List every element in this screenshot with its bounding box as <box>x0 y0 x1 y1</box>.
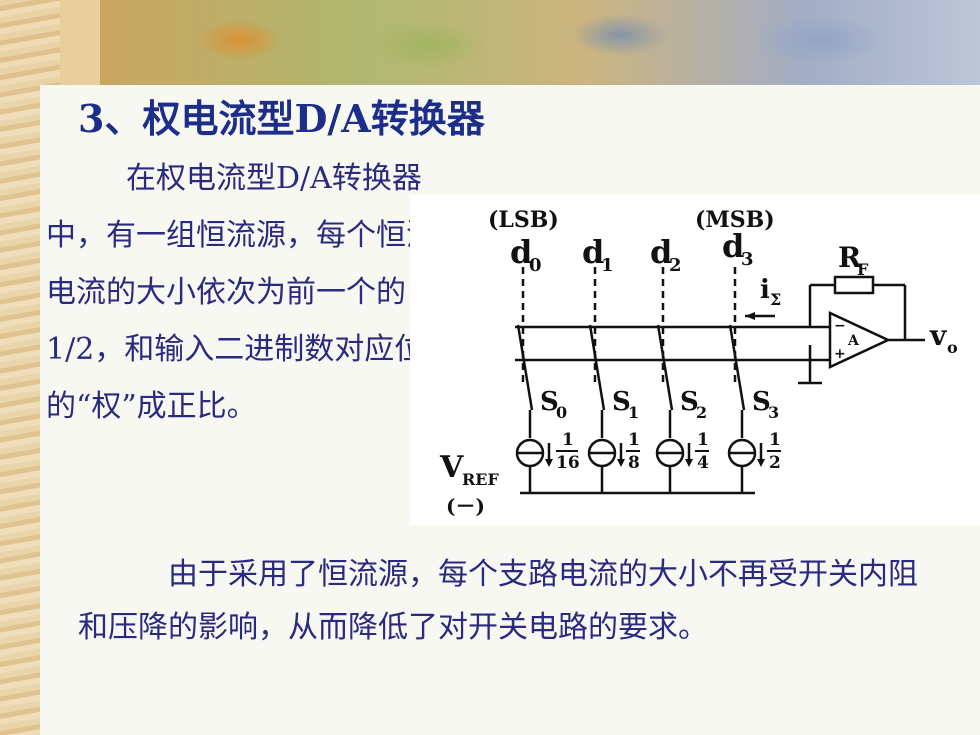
bit-d2-sub: 2 <box>669 255 682 276</box>
bit-d0: d <box>510 233 532 271</box>
bit-d3: d <box>722 227 744 265</box>
svg-text:+: + <box>834 346 846 362</box>
fraction-numerator: 1 <box>697 430 709 450</box>
fraction-1-2: 1 2 <box>767 430 781 473</box>
feedback-resistor-sub: F <box>857 260 869 279</box>
paragraph-2-text: 由于采用了恒流源，每个支路电流的大小不再受开关内阻和压降的影响，从而降低了对开关… <box>78 557 918 645</box>
fraction-denominator: 16 <box>556 453 580 473</box>
sum-current-label: i <box>760 275 770 305</box>
bit-d0-sub: 0 <box>529 255 542 276</box>
circuit-svg: − + <box>515 275 925 495</box>
switch-s0: S <box>540 387 559 417</box>
decorative-photo-strip <box>100 0 980 85</box>
vref-sign: (－) <box>446 494 485 518</box>
paragraph-1: 在权电流型D/A转换器中，有一组恒流源，每个恒流源电流的大小依次为前一个的1/2… <box>46 150 466 435</box>
paragraph-1-text: 在权电流型D/A转换器中，有一组恒流源，每个恒流源电流的大小依次为前一个的1/2… <box>46 161 466 424</box>
switch-s0-sub: 0 <box>556 403 567 422</box>
output-sub: o <box>947 338 958 357</box>
bit-d1: d <box>582 233 604 271</box>
fraction-1-8: 1 8 <box>626 430 640 473</box>
vref-label: V <box>439 450 464 485</box>
feedback-resistor-label: R <box>838 241 862 274</box>
labels-svg: (LSB) (MSB) d 0 d 1 d 2 d 3 R F i Σ A v … <box>439 207 958 518</box>
opamp-label: A <box>847 333 860 349</box>
msb-label: (MSB) <box>695 207 775 233</box>
switch-s1: S <box>612 387 631 417</box>
vref-sub: REF <box>462 470 499 489</box>
fraction-1-16: 1 16 <box>556 430 580 473</box>
bit-d2: d <box>650 233 672 271</box>
bit-d1-sub: 1 <box>601 255 614 276</box>
fraction-numerator: 1 <box>628 430 640 450</box>
fraction-numerator: 1 <box>769 430 781 450</box>
fraction-denominator: 8 <box>628 453 640 473</box>
fraction-denominator: 2 <box>769 453 781 473</box>
slide-title: 3、权电流型D/A转换器 <box>78 96 485 141</box>
switch-s1-sub: 1 <box>628 403 639 422</box>
paragraph-2: 由于采用了恒流源，每个支路电流的大小不再受开关内阻和压降的影响，从而降低了对开关… <box>78 548 928 654</box>
circuit-diagram: − + <box>410 195 980 525</box>
switch-s2: S <box>680 387 699 417</box>
sum-current-sub: Σ <box>770 290 781 309</box>
bit-d3-sub: 3 <box>741 249 754 270</box>
fraction-numerator: 1 <box>562 430 574 450</box>
output-label: v <box>929 319 947 352</box>
switch-s2-sub: 2 <box>696 403 707 422</box>
fraction-denominator: 4 <box>697 453 709 473</box>
switch-s3: S <box>752 387 771 417</box>
svg-text:−: − <box>834 318 846 334</box>
switch-s3-sub: 3 <box>768 403 779 422</box>
branches-svg <box>515 267 775 493</box>
lsb-label: (LSB) <box>488 207 559 233</box>
fraction-1-4: 1 4 <box>695 430 709 473</box>
